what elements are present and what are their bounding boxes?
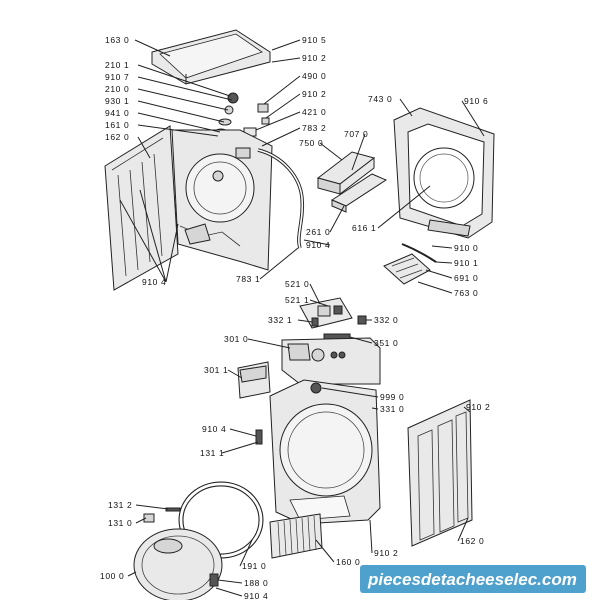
rear-frame-part [393, 107, 495, 239]
label-9106: 910 6 [464, 96, 488, 106]
top-lid-part [151, 29, 271, 85]
label-7070: 707 0 [344, 129, 368, 139]
label-9100: 910 0 [454, 243, 478, 253]
door-part [133, 513, 223, 600]
label-9410: 941 0 [105, 108, 129, 118]
label-1880: 188 0 [244, 578, 268, 588]
label-9104b: 910 4 [142, 277, 166, 287]
label-9104a: 910 4 [306, 240, 330, 250]
label-9301: 930 1 [105, 96, 129, 106]
front-panel-part [269, 379, 381, 525]
label-5211: 521 1 [285, 295, 309, 305]
label-5210: 521 0 [285, 279, 309, 289]
label-9107: 910 7 [105, 72, 129, 82]
label-3510: 351 0 [374, 338, 398, 348]
label-9104c: 910 4 [202, 424, 226, 434]
label-1910: 191 0 [242, 561, 266, 571]
filter-parts [383, 243, 437, 285]
watermark-text: piecesdetacheeselec.com [367, 570, 577, 589]
electronic-board-part [299, 297, 367, 340]
condenser-part [316, 151, 388, 213]
control-panel-part [281, 337, 381, 385]
label-7630: 763 0 [454, 288, 478, 298]
label-9102a: 910 2 [302, 53, 326, 63]
label-3010: 301 0 [224, 334, 248, 344]
label-7500: 750 0 [299, 138, 323, 148]
part-labels: 163 0 910 5 910 2 210 1 910 7 490 0 210 … [100, 35, 490, 600]
label-1610: 161 0 [105, 120, 129, 130]
label-4210: 421 0 [302, 107, 326, 117]
label-1312: 131 2 [108, 500, 132, 510]
label-1630: 163 0 [105, 35, 129, 45]
label-7831: 783 1 [236, 274, 260, 284]
label-1311: 131 1 [200, 448, 224, 458]
small-parts-group [214, 92, 270, 137]
label-9105: 910 5 [302, 35, 326, 45]
label-3320: 332 0 [374, 315, 398, 325]
label-6161: 616 1 [352, 223, 376, 233]
label-3321: 332 1 [268, 315, 292, 325]
label-2100: 210 0 [105, 84, 129, 94]
label-7832: 783 2 [302, 123, 326, 133]
label-4900: 490 0 [302, 71, 326, 81]
leader-lines [119, 39, 485, 597]
label-9102d: 910 2 [374, 548, 398, 558]
label-9101: 910 1 [454, 258, 478, 268]
side-panel-left-part [104, 125, 179, 291]
label-1000: 100 0 [100, 571, 124, 581]
label-9102b: 910 2 [302, 89, 326, 99]
label-1620b: 162 0 [460, 536, 484, 546]
cabinet-body-part [171, 129, 273, 271]
label-1620a: 162 0 [105, 132, 129, 142]
label-9102c: 910 2 [466, 402, 490, 412]
grille-part [269, 513, 323, 559]
watermark-banner: piecesdetacheeselec.com [360, 565, 586, 593]
label-2610: 261 0 [306, 227, 330, 237]
label-2101: 210 1 [105, 60, 129, 70]
latch-part [255, 429, 263, 445]
hose-part [257, 148, 305, 249]
label-1310: 131 0 [108, 518, 132, 528]
drawer-part [237, 361, 271, 399]
label-1600: 160 0 [336, 557, 360, 567]
label-6910: 691 0 [454, 273, 478, 283]
side-panel-right-part [407, 399, 473, 547]
label-7430: 743 0 [368, 94, 392, 104]
label-3310: 331 0 [380, 404, 404, 414]
label-9990: 999 0 [380, 392, 404, 402]
label-3011: 301 1 [204, 365, 228, 375]
label-9104d: 910 4 [244, 591, 268, 600]
screw-part [165, 507, 181, 512]
